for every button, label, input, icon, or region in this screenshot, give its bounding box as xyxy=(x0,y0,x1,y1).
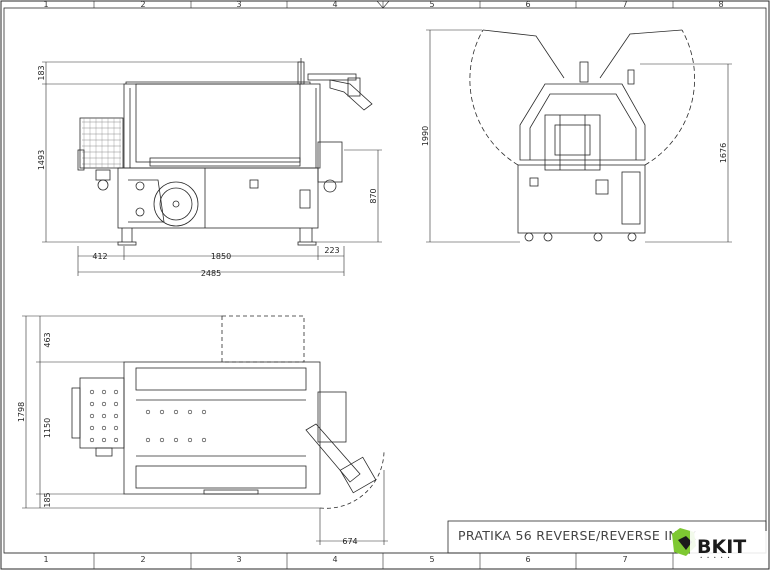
top-infeed-panel xyxy=(79,377,125,449)
logo-subtext: • • • • • xyxy=(700,555,731,560)
top-body xyxy=(123,361,321,495)
front-lid-right xyxy=(599,29,683,79)
side-view-dimensions xyxy=(42,61,382,276)
drawing-frame xyxy=(3,7,767,554)
front-view-dimensions xyxy=(426,29,732,243)
top-outfeed-block xyxy=(317,391,347,443)
grid-bottom-3: 3 xyxy=(236,555,241,564)
dim-side-1850: 1850 xyxy=(211,252,231,261)
grid-top-1: 1 xyxy=(43,0,48,9)
top-grid-labels: 1 2 3 4 5 6 7 8 xyxy=(43,0,723,9)
bottom-grid-labels: 1 2 3 4 5 6 7 xyxy=(43,555,627,564)
front-swing-arc-right xyxy=(644,29,695,166)
top-swing-arm xyxy=(305,423,361,483)
grid-bottom-1: 1 xyxy=(43,555,48,564)
machine-base xyxy=(117,141,343,246)
sealing-tunnel xyxy=(123,58,321,169)
logo-text: BKIT xyxy=(697,536,746,558)
drawing-title: PRATIKA 56 REVERSE/REVERSE INDX xyxy=(458,528,697,543)
dim-top-674: 674 xyxy=(342,537,357,546)
front-lid-left xyxy=(482,29,565,79)
front-swing-arc-left xyxy=(469,29,519,166)
grid-top-8: 8 xyxy=(718,0,723,9)
grid-top-2: 2 xyxy=(140,0,145,9)
front-seal-unit xyxy=(544,114,601,171)
grid-top-6: 6 xyxy=(525,0,530,9)
top-hole-pattern xyxy=(89,389,207,443)
grid-bottom-2: 2 xyxy=(140,555,145,564)
dim-top-1150: 1150 xyxy=(43,418,52,438)
grid-top-7: 7 xyxy=(622,0,627,9)
dim-side-870: 870 xyxy=(369,188,378,203)
front-cabinet xyxy=(517,164,646,234)
front-view xyxy=(469,29,695,242)
grid-bottom-4: 4 xyxy=(332,555,337,564)
grid-top-3: 3 xyxy=(236,0,241,9)
front-hood xyxy=(519,83,646,161)
dim-top-1798: 1798 xyxy=(17,402,26,422)
grid-top-4: 4 xyxy=(332,0,337,9)
dim-side-412: 412 xyxy=(92,252,107,261)
dim-side-1493: 1493 xyxy=(37,150,46,170)
dim-side-223: 223 xyxy=(324,246,339,255)
dim-top-185: 185 xyxy=(43,492,52,507)
top-view xyxy=(71,315,385,509)
grid-bottom-6: 6 xyxy=(525,555,530,564)
infeed-conveyor xyxy=(77,117,124,191)
grid-bottom-7: 7 xyxy=(622,555,627,564)
dim-top-463: 463 xyxy=(43,332,52,347)
dim-front-1676: 1676 xyxy=(719,143,728,163)
top-lid-open-outline xyxy=(221,315,305,363)
bkit-logo: BKIT • • • • • xyxy=(672,528,768,560)
bottom-grid-ruler xyxy=(4,552,766,569)
grid-top-5: 5 xyxy=(429,0,434,9)
grid-bottom-5: 5 xyxy=(429,555,434,564)
dim-front-1990: 1990 xyxy=(421,126,430,146)
outfeed-arm xyxy=(307,73,373,111)
top-view-dimensions xyxy=(22,315,388,545)
top-grid-ruler xyxy=(93,0,674,9)
side-view xyxy=(77,58,373,246)
dim-side-2485: 2485 xyxy=(201,269,221,278)
top-arm-head xyxy=(339,456,377,494)
dim-side-183: 183 xyxy=(37,65,46,80)
